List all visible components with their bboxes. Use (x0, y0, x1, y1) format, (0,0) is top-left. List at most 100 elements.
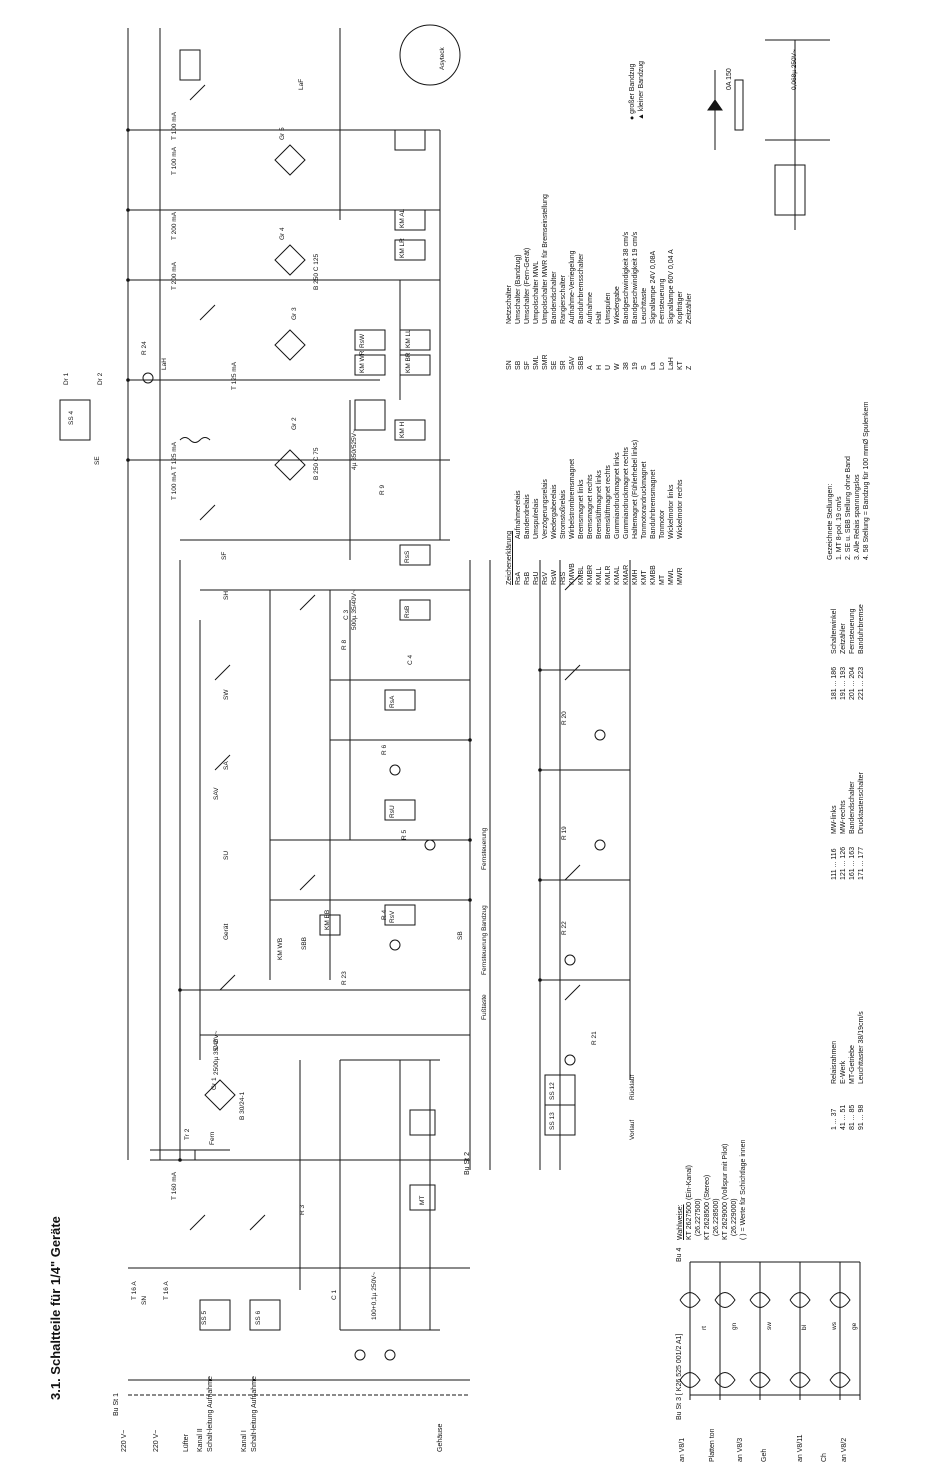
label-fern: Fern (209, 1131, 216, 1145)
label-ss11: SS 12 (549, 1082, 556, 1100)
legend-row: AAufnahme (587, 292, 594, 370)
label-rss: MT (419, 1195, 426, 1205)
legend-row: LoFernsteuerung (659, 278, 666, 370)
legend-row: RsBBandendrelais (524, 494, 531, 585)
optional-row: (26.227500) (695, 1198, 702, 1237)
label-sav: SAV (213, 787, 220, 800)
label-kmlr: KM LL (405, 329, 412, 348)
fuse-label: T 125 mA (231, 361, 238, 390)
box-legend-row: 171 ... 177Drucktastenschalter (858, 772, 865, 880)
label-ss5: SS 5 (201, 1310, 208, 1325)
box-legend-row: 181 ... 186Schalterwinkel (831, 608, 838, 700)
label-tr2: Tr 2 (184, 1128, 191, 1140)
legend-row: RsAAufnahmerelais (515, 490, 522, 585)
label-r3: R 3 (299, 1204, 306, 1215)
legend-row: KMHHaltemagnet (Fühlerhebel links) (632, 439, 639, 585)
box-legend: 1 ... 37Relaisrahmen 41 ... 51E-Werk 81 … (830, 1011, 866, 1130)
label-gr3: Gr 3 (291, 307, 298, 320)
label-sb: SB (457, 931, 464, 940)
legend-row: SLeuchttaste (641, 287, 648, 370)
box-legend-row: 81 ... 85MT-Getriebe (849, 1045, 856, 1130)
connector-bu-st3: Bu St 3 [ K26 525 001/2 A1] (676, 1333, 683, 1420)
label-kmbr: KM H (399, 421, 406, 438)
legend-row: RsVVerzögerungsrelais (542, 479, 549, 585)
legend-row: SMRUmpolschalter MWR für Bremseinstellun… (542, 194, 549, 370)
label-r22: R 22 (561, 921, 568, 935)
label-kanal-1: Kanal I (241, 1430, 248, 1452)
label-an-v8-11: an V8/11 (797, 1434, 804, 1462)
label-kmwr: KM BR (405, 352, 412, 373)
legend-row: ZZeitzähler (686, 293, 693, 370)
positions-row: 3. Alle Relais spannungslos (854, 474, 861, 560)
box-legend-row: 1 ... 37Relaisrahmen (831, 1040, 838, 1130)
label-ss4: SS 4 (68, 410, 75, 425)
label-r24: R 24 (141, 341, 148, 355)
legend-row: SBUmschalter (Bandzug) (515, 254, 522, 370)
label-ruecklauf: Rücklauf (629, 1074, 636, 1100)
label-ss12: SS 13 (549, 1112, 556, 1130)
cap-value: 500µ 35/40V~ (351, 589, 358, 630)
label-c1: C 1 (331, 1289, 338, 1300)
label-se: SE (94, 456, 101, 465)
label-dr2: Dr 2 (97, 372, 104, 385)
wire-color-ws: ws (831, 1322, 838, 1330)
legend-row: RsSStromstoßrelais (560, 489, 567, 585)
label-r5: R 5 (401, 829, 408, 840)
label-vorlauf: Vorlauf (629, 1119, 636, 1140)
label-r19: R 19 (561, 826, 568, 840)
label-fernsteuerung-bandzug: Fernsteuerung Bandzug (481, 905, 488, 975)
fuse-label: T 125 mA (171, 441, 178, 470)
connector-bu-st2: Bu St 2 (464, 1152, 471, 1175)
legend-row: MWLWickelmotor links (668, 484, 675, 585)
bremse-note: für Bremseinstellung (542, 194, 549, 258)
label-platten-ton: Platten ton (709, 1428, 716, 1462)
wire-color-sw: sw (766, 1322, 773, 1330)
label-gr5: Gr 5 (279, 127, 286, 140)
label-r21: R 21 (591, 1031, 598, 1045)
label-b250c75: B 250 C 75 (313, 447, 320, 480)
box-legend-row: 221 ... 223Banduhrbremse (858, 604, 865, 700)
label-fusstaste: Fußtaste (481, 994, 488, 1020)
label-rsw: RsA (389, 695, 396, 708)
positions-row: 2. SE u. SBB Stellung ohne Band (845, 456, 852, 560)
label-r23: R 23 (341, 971, 348, 985)
label-sh: SH (223, 590, 230, 600)
connector-bu4: Bu 4 (676, 1247, 683, 1262)
legend-symbols: Zeichenerklärung RsAAufnahmerelais RsBBa… (505, 440, 685, 585)
bandzug-large: ● großer Bandzug (629, 63, 636, 120)
box-legend-2: 111 ... 116MW-links 121 ... 126MW-rechts… (830, 772, 866, 880)
label-schaltleitung-1: Schalt-leitung Aufnahme (251, 1376, 258, 1452)
box-legend-row: 111 ... 116MW-links (831, 805, 838, 880)
bandzug-legend: ● großer Bandzug ▲ kleiner Bandzug (628, 61, 646, 120)
legend-row: KMARGummiandruckmagnet rechts (623, 447, 630, 585)
fuse-label: T 100 mA (171, 471, 178, 500)
legend-row: SBBBanduhrbremsschalter (578, 253, 585, 370)
label-220v-1: 220 V~ (121, 1429, 128, 1452)
optional-heading: Wahlweise: (677, 1204, 684, 1240)
optional-note: ( ) = Werte für Schichtlage innen (740, 1139, 747, 1240)
label-rsv: RsB (404, 605, 411, 618)
cap-value: 4µ 350/525V~ (351, 429, 358, 470)
label-mt: Asyteck (439, 47, 446, 70)
label-geh: Geh (761, 1448, 768, 1462)
label-ch: Ch (821, 1453, 828, 1462)
legend-row: MWRWickelmotor rechts (677, 479, 684, 585)
cap-value: 0,068µ 250V~ (791, 49, 798, 90)
label-sn: SN (141, 1295, 148, 1305)
label-dr1: Dr 1 (63, 372, 70, 385)
box-legend-row: 91 ... 98Leuchttaster 38/19cm/s (858, 1011, 865, 1130)
label-luefter: Lüfter (183, 1434, 190, 1452)
label-kmwb: KM BB (324, 909, 331, 930)
label-su: SU (223, 850, 230, 860)
label-kmal: KM LR (399, 238, 406, 258)
fuse-label: T 200 mA (171, 211, 178, 240)
box-legend-row: 41 ... 51E-Werk (840, 1060, 847, 1130)
legend-row: UUmspulen (605, 292, 612, 370)
label-sbb: SBB (301, 936, 308, 950)
positions-heading: Gezeichnete Stellungen: (827, 483, 834, 560)
label-kmar: KM AL (399, 208, 406, 228)
legend-row: KMBLBremsmagnet links (578, 479, 585, 585)
legend-row: LaHSignallampe 60V 0,04 A (668, 249, 675, 370)
legend-heading: Zeichenerklärung (506, 530, 513, 585)
